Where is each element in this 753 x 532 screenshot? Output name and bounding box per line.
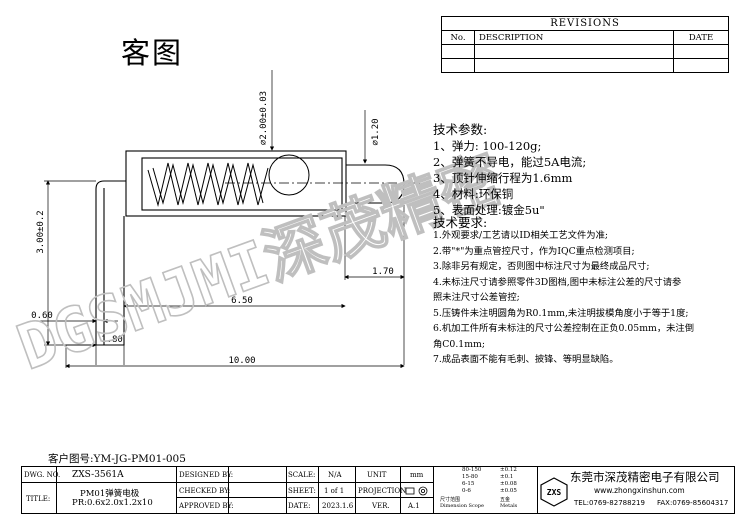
revisions-empty-cell bbox=[673, 58, 729, 73]
tolerance-ranges: 80-150 15-80 6-15 0-6 bbox=[462, 467, 481, 495]
tb-divider bbox=[286, 467, 287, 513]
ver-value: A.1 bbox=[408, 502, 420, 510]
dim-leg: 1.80 bbox=[101, 335, 123, 345]
sheet-value: 1 of 1 bbox=[324, 487, 345, 495]
dim-thickness: 0.60 bbox=[31, 311, 53, 321]
zxs-logo-icon: ZXS bbox=[540, 477, 568, 507]
company-url: www.zhongxinshun.com bbox=[594, 486, 685, 495]
customer-drawing-no: 客户图号:YM-JG-PM01-005 bbox=[48, 453, 186, 465]
scale-label: SCALE: bbox=[288, 471, 316, 479]
dim-body-len: 6.50 bbox=[231, 296, 253, 306]
tb-divider bbox=[176, 467, 177, 513]
spec-item: 1、弹力: 100-120g; bbox=[433, 139, 542, 153]
dim-travel: 1.70 bbox=[372, 267, 394, 277]
revisions-table: REVISIONS No. DESCRIPTION DATE bbox=[441, 16, 729, 73]
specs-title: 技术参数: bbox=[433, 122, 488, 137]
dimension-lines bbox=[30, 70, 405, 369]
tol-foot-4: Metals bbox=[500, 503, 518, 509]
tol-range: 6-15 bbox=[462, 481, 475, 487]
tb-divider bbox=[228, 467, 229, 513]
designed-by-label: DESIGNED BY: bbox=[179, 471, 234, 479]
tb-divider bbox=[400, 467, 401, 513]
pin-body-outline bbox=[95, 150, 405, 346]
tol-foot-3: 五金 bbox=[500, 497, 511, 503]
tol-range: 15-80 bbox=[462, 474, 478, 480]
requirement-item: 角C0.1mm; bbox=[433, 338, 485, 350]
title-label: TITLE: bbox=[26, 495, 51, 503]
spec-item: 5、表面处理:镀金5u" bbox=[433, 203, 545, 217]
tol-foot-2: Dimension Scope bbox=[440, 503, 484, 509]
approved-by-label: APPROVED BY: bbox=[179, 502, 234, 510]
spec-item: 4、材料:环保铜 bbox=[433, 187, 514, 201]
checked-by-label: CHECKED BY: bbox=[179, 487, 231, 495]
unit-label: UNIT bbox=[367, 471, 387, 479]
tb-divider bbox=[318, 467, 319, 513]
requirement-item: 3.除非另有规定，否则图中标注尺寸为最终成品尺寸; bbox=[433, 261, 650, 272]
tb-divider bbox=[176, 497, 433, 498]
dwg-no: ZXS-3561A bbox=[72, 470, 124, 480]
requirement-item: 7.成品表面不能有毛刺、披锋、等明显缺陷。 bbox=[433, 354, 619, 365]
title-line2: PR:0.6x2.0x1.2x10 bbox=[72, 498, 153, 508]
requirement-item: 5.压铸件未注明圆角为R0.1mm,未注明拔模角度小于等于1度; bbox=[433, 307, 689, 319]
tb-divider bbox=[56, 467, 57, 513]
date-value: 2023.1.6 bbox=[322, 502, 354, 510]
dwg-no-label: DWG. NO. bbox=[24, 471, 61, 479]
requirement-item: 4.未标注尺寸请参照零件3D图档,图中未标注公差的尺寸请参 bbox=[433, 276, 682, 288]
scale-value: N/A bbox=[328, 471, 342, 479]
requirement-item: 照未注尺寸公差管控; bbox=[433, 292, 520, 303]
tol-value: ±0.1 bbox=[500, 474, 514, 480]
requirement-item: 1.外观要求/工艺请以ID相关工艺文件为准; bbox=[433, 230, 609, 241]
company-fax: FAX:0769-85604317 bbox=[657, 499, 729, 507]
specs-block: 技术参数: 1、弹力: 100-120g; 2、弹簧不导电，能过5A电流; 3、… bbox=[433, 122, 586, 218]
tol-foot-1: 尺寸范围 bbox=[440, 497, 461, 503]
unit-value: mm bbox=[410, 471, 424, 479]
spec-item: 3、顶针伸缩行程为1.6mm bbox=[433, 171, 573, 185]
tol-value: ±0.08 bbox=[500, 481, 517, 487]
projection-symbol-icon bbox=[405, 486, 428, 496]
tb-divider bbox=[22, 482, 433, 483]
spec-item: 2、弹簧不导电，能过5A电流; bbox=[433, 155, 587, 169]
tol-value: ±0.12 bbox=[500, 467, 517, 473]
sheet-label: SHEET: bbox=[288, 487, 316, 495]
tb-divider bbox=[355, 467, 356, 513]
date-label: DATE: bbox=[288, 502, 311, 510]
tolerance-values: ±0.12 ±0.1 ±0.08 ±0.05 bbox=[500, 467, 517, 495]
requirements-block: 1.外观要求/工艺请以ID相关工艺文件为准; 2.带"*"为重点管控尺寸，作为I… bbox=[433, 228, 733, 368]
spring-coil bbox=[147, 154, 310, 207]
ver-label: VER. bbox=[372, 502, 390, 510]
tol-value: ±0.05 bbox=[500, 488, 517, 494]
requirements-title: 技术要求: bbox=[433, 215, 488, 230]
tb-divider bbox=[433, 467, 434, 513]
requirement-item: 6.机加工件所有未标注的尺寸公差控制在正负0.05mm，未注倒 bbox=[433, 323, 695, 334]
page-title: 客图 bbox=[121, 36, 184, 70]
title-block: DWG. NO. ZXS-3561A TITLE: PM01弹簧电极 PR:0.… bbox=[21, 466, 735, 514]
company-tel: TEL:0769-82788219 bbox=[574, 499, 645, 507]
tb-divider bbox=[537, 467, 538, 513]
dim-outer-dia: ⌀2.00±0.03 bbox=[259, 91, 269, 145]
logo-text: ZXS bbox=[547, 488, 562, 497]
dim-pin-dia: ⌀1.20 bbox=[371, 118, 381, 145]
tol-range: 80-150 bbox=[462, 467, 482, 473]
dim-height: 3.00±0.2 bbox=[36, 210, 46, 253]
projection-label: PROJECTION bbox=[358, 487, 407, 495]
dim-total: 10.00 bbox=[228, 356, 255, 366]
requirement-item: 2.带"*"为重点管控尺寸，作为IQC重点检测项目; bbox=[433, 245, 635, 257]
company-name: 东莞市深茂精密电子有限公司 bbox=[570, 470, 720, 484]
tol-range: 0-6 bbox=[462, 488, 471, 494]
title-line1: PM01弹簧电极 bbox=[80, 489, 140, 499]
